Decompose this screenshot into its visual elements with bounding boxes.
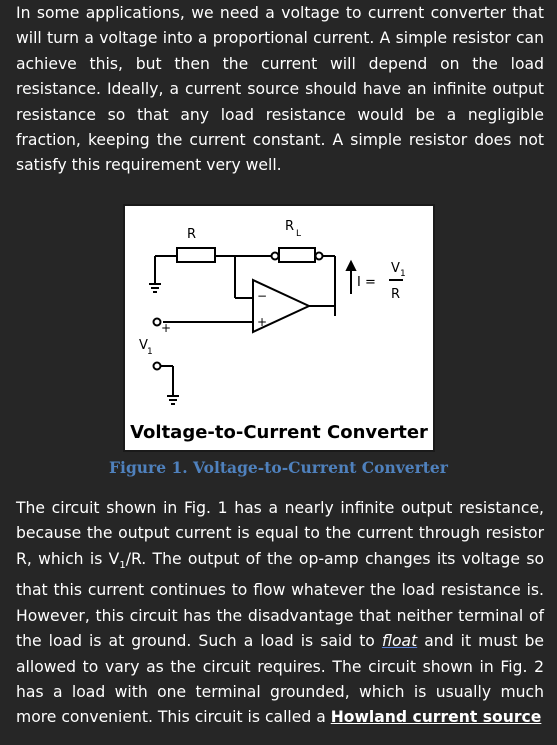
op-amp	[252, 278, 312, 334]
label-v1-sub: 1	[147, 347, 153, 357]
label-v1-numerator-sub: 1	[400, 269, 406, 279]
figure-caption: Figure 1. Voltage-to-Current Converter	[109, 458, 448, 477]
label-r-denominator: R	[391, 287, 400, 302]
resistor-rl	[278, 247, 316, 263]
label-v1-numerator: V	[391, 261, 400, 276]
howland-term: Howland current source	[330, 708, 542, 727]
resistor-r	[176, 247, 216, 263]
float-term: float	[381, 632, 418, 651]
label-v1-plus: +	[161, 321, 171, 335]
opamp-plus-label: +	[257, 315, 267, 329]
intro-paragraph: In some applications, we need a voltage …	[16, 4, 544, 175]
paragraph2-text-3: and it must be allowed to vary as the ci…	[16, 632, 545, 727]
label-v1: V	[139, 338, 148, 353]
paragraph2-subscript: 1	[119, 559, 126, 571]
label-rl: R	[285, 219, 294, 234]
label-r: R	[187, 227, 196, 242]
label-rl-sub: L	[296, 229, 301, 239]
opamp-minus-label: −	[257, 289, 267, 303]
explanation-paragraph: The circuit shown in Fig. 1 has a nearly…	[16, 496, 544, 731]
paragraph2-text-1: The circuit shown in Fig. 1 has a nearly…	[16, 499, 544, 568]
circuit-figure: R R L I = V 1 R V 1 + − + Voltage-to-Cur…	[123, 204, 435, 452]
figure-title: Voltage-to-Current Converter	[130, 422, 428, 443]
circuit-diagram: R R L I = V 1 R V 1 + − +	[139, 219, 406, 405]
paragraph2-text-2: /R. The output of the op-amp changes its…	[16, 549, 544, 651]
label-current: I =	[357, 275, 376, 290]
